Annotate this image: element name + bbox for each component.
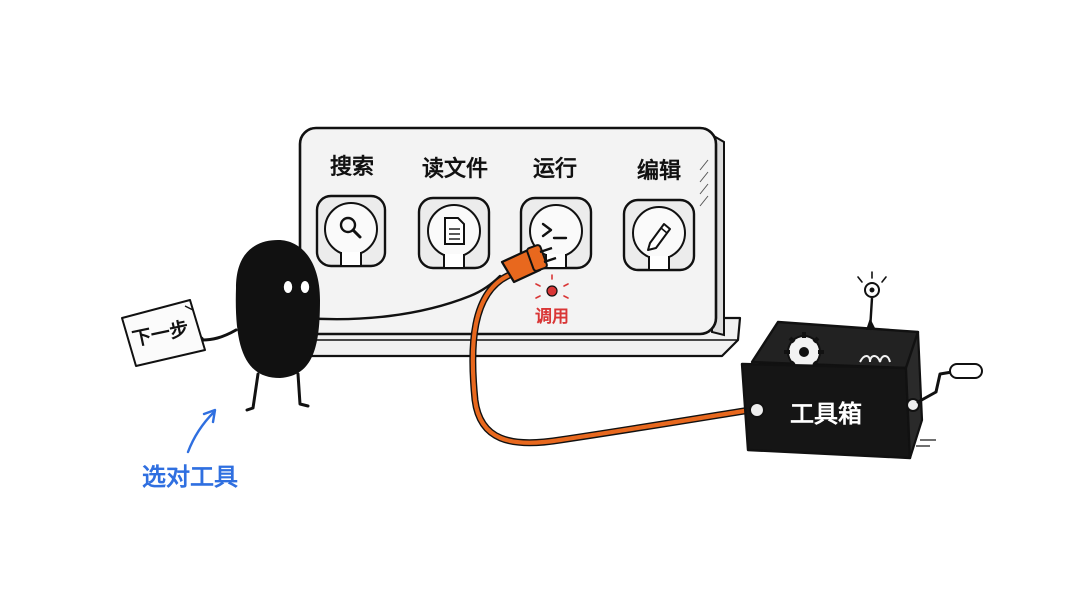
pencil-icon (647, 223, 671, 251)
document-icon (444, 217, 465, 245)
spring-icon (859, 355, 891, 363)
socket-panel (290, 126, 742, 358)
magnifier-icon (339, 216, 362, 239)
character (196, 240, 320, 412)
socket-label-edit: 编辑 (637, 158, 681, 184)
gear-icon (784, 332, 824, 372)
crank-handle[interactable] (906, 363, 983, 412)
signal-wire (302, 274, 502, 321)
active-label: 调用 (535, 307, 569, 327)
socket-label-read-file: 读文件 (422, 156, 488, 182)
orange-plug[interactable] (500, 244, 557, 284)
annotation-arrow (186, 408, 217, 454)
next-step-sign (121, 299, 206, 367)
toolbox-label: 工具箱 (790, 400, 862, 428)
active-indicator (535, 274, 569, 299)
terminal-icon (541, 222, 568, 240)
socket-search[interactable] (315, 194, 387, 268)
left-eye (283, 281, 293, 293)
annotation-text: 选对工具 (142, 463, 238, 491)
socket-label-run: 运行 (533, 156, 577, 182)
socket-label-search: 搜索 (330, 155, 374, 180)
socket-read-file[interactable] (417, 196, 491, 270)
toolbox[interactable] (740, 271, 983, 460)
socket-edit[interactable] (622, 198, 696, 272)
cable-port (749, 402, 765, 418)
right-eye (300, 281, 310, 293)
